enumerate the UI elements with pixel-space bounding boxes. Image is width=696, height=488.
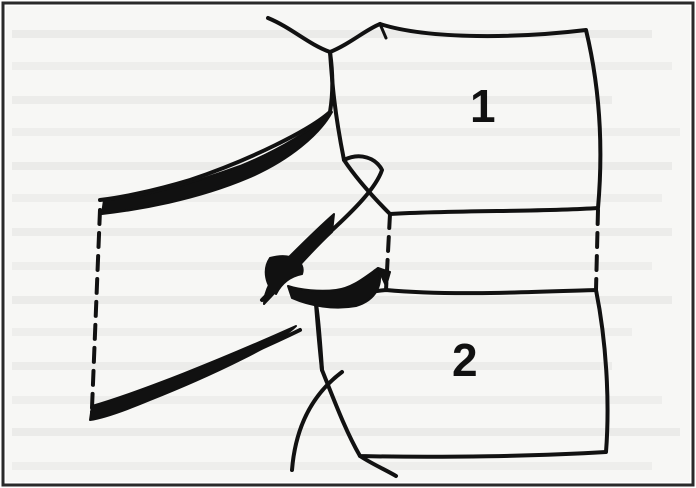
upper-pedicle-outline [330,52,332,112]
label-vertebra-2: 2 [452,334,478,386]
label-vertebra-1: 1 [470,80,496,132]
